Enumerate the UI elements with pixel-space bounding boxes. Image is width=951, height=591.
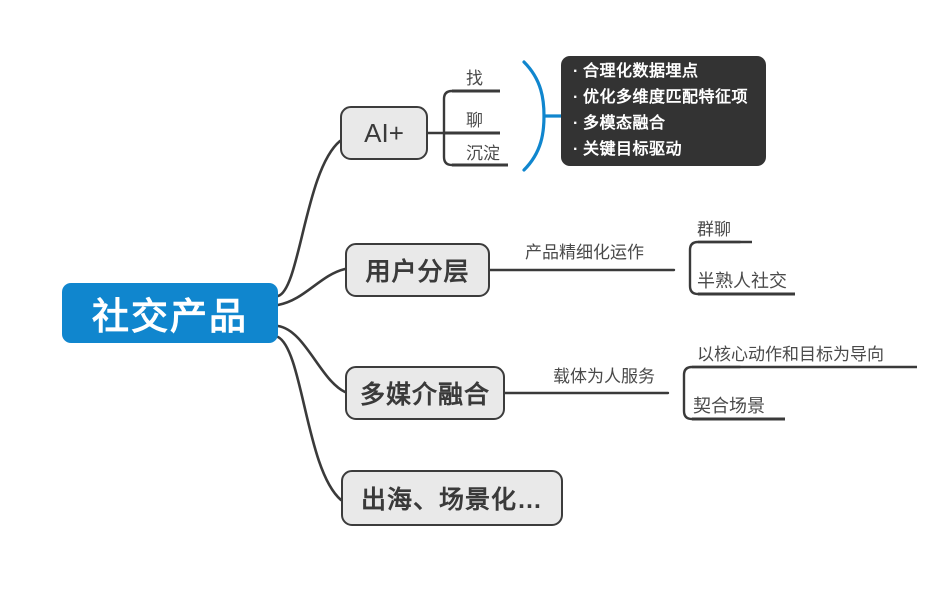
bullet-marker: ·: [573, 89, 579, 106]
leaf-core-action-goal-oriented[interactable]: 以核心动作和目标为导向: [697, 340, 884, 365]
card-bullet-text: 优化多维度匹配特征项: [583, 89, 749, 106]
card-bullet-text: 合理化数据埋点: [583, 63, 699, 80]
card-bullet-1: ·合理化数据埋点: [573, 59, 752, 85]
branch-node-multimedia-fusion[interactable]: 多媒介融合: [345, 366, 505, 420]
leaf-label: 群聊: [697, 220, 731, 239]
root-node[interactable]: 社交产品: [62, 283, 278, 343]
branch-node-label: 出海、场景化…: [360, 486, 543, 514]
ai-plus-detail-card[interactable]: ·合理化数据埋点 ·优化多维度匹配特征项 ·多模态融合 ·关键目标驱动: [561, 56, 766, 166]
leaf-ai-chat[interactable]: 聊: [466, 106, 483, 131]
leaf-label: 聊: [466, 111, 483, 130]
leaf-label: 以核心动作和目标为导向: [697, 345, 884, 364]
edge-label-multimedia-fusion: 载体为人服务: [553, 362, 655, 387]
bullet-marker: ·: [573, 115, 579, 132]
edge-label-text: 载体为人服务: [553, 367, 655, 386]
leaf-label: 半熟人社交: [697, 271, 787, 291]
card-bullet-text: 关键目标驱动: [583, 141, 683, 158]
leaf-semi-acquaintance-social[interactable]: 半熟人社交: [697, 267, 787, 293]
leaf-label: 沉淀: [466, 144, 500, 163]
leaf-label: 契合场景: [693, 396, 765, 416]
card-bullet-2: ·优化多维度匹配特征项: [573, 85, 752, 111]
card-bullet-3: ·多模态融合: [573, 111, 752, 137]
leaf-fit-scenario[interactable]: 契合场景: [693, 392, 765, 418]
edge-label-text: 产品精细化运作: [525, 243, 644, 262]
root-node-label: 社交产品: [92, 296, 248, 337]
card-bullet-text: 多模态融合: [583, 115, 666, 132]
branch-node-label: AI+: [364, 117, 404, 148]
branch-node-ai-plus[interactable]: AI+: [340, 106, 428, 160]
leaf-group-chat[interactable]: 群聊: [697, 215, 731, 240]
branch-node-user-layering[interactable]: 用户分层: [345, 243, 490, 297]
branch-node-label: 用户分层: [365, 258, 470, 286]
leaf-ai-precipitate[interactable]: 沉淀: [466, 139, 500, 164]
card-bullet-4: ·关键目标驱动: [573, 137, 752, 163]
branch-node-overseas-scenario[interactable]: 出海、场景化…: [341, 470, 563, 526]
bullet-marker: ·: [573, 141, 579, 158]
leaf-label: 找: [466, 69, 483, 88]
leaf-ai-find[interactable]: 找: [466, 64, 483, 89]
edge-label-user-layering: 产品精细化运作: [525, 238, 644, 263]
bullet-marker: ·: [573, 63, 579, 80]
branch-node-label: 多媒介融合: [359, 381, 490, 409]
